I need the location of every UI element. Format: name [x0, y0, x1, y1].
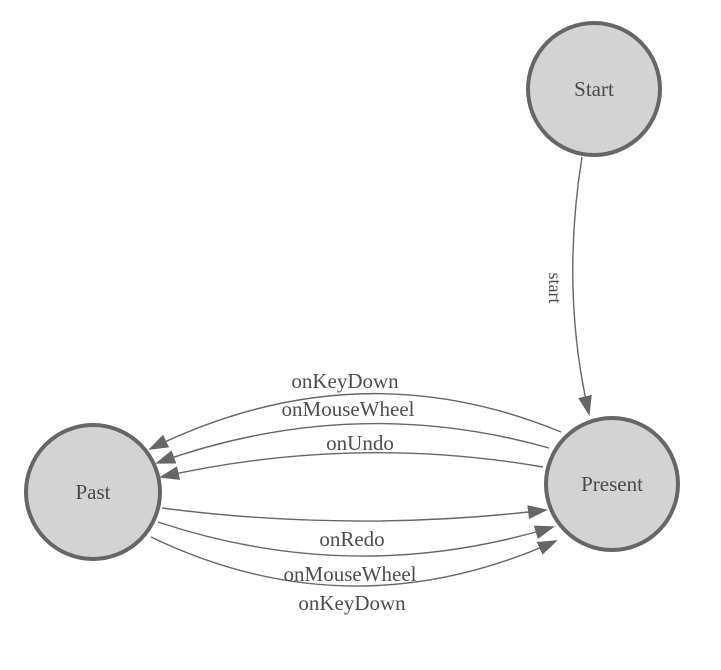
edge-label-onkeydown-top: onKeyDown: [291, 369, 399, 393]
edge-start-to-present: [572, 156, 592, 416]
edge-label-start: start: [545, 273, 565, 304]
edge-label-onkeydown-bottom: onKeyDown: [298, 591, 406, 615]
node-start-circle: [526, 21, 662, 157]
edge-label-onmousewheel-top: onMouseWheel: [282, 397, 415, 421]
edge-label-onmousewheel-bottom: onMouseWheel: [284, 562, 417, 586]
edge-past-to-present-onkeydown: [150, 536, 558, 587]
edge-present-to-past-onmousewheel: [155, 422, 550, 464]
node-past-label: Past: [75, 480, 110, 504]
edge-past-to-present-onmousewheel: [157, 521, 555, 557]
node-present-circle: [544, 416, 680, 552]
edge-label-onredo: onRedo: [319, 527, 384, 551]
edge-present-to-past-onkeydown: [148, 393, 562, 450]
node-start-label: Start: [574, 77, 614, 101]
edge-present-to-past-onundo: [159, 451, 544, 480]
node-present: Present: [544, 416, 680, 552]
node-past: Past: [24, 423, 162, 561]
node-present-label: Present: [581, 472, 643, 496]
edge-past-to-present-onredo: [161, 505, 548, 522]
node-past-circle: [24, 423, 162, 561]
node-start: Start: [526, 21, 662, 157]
edge-label-onundo: onUndo: [326, 431, 394, 455]
